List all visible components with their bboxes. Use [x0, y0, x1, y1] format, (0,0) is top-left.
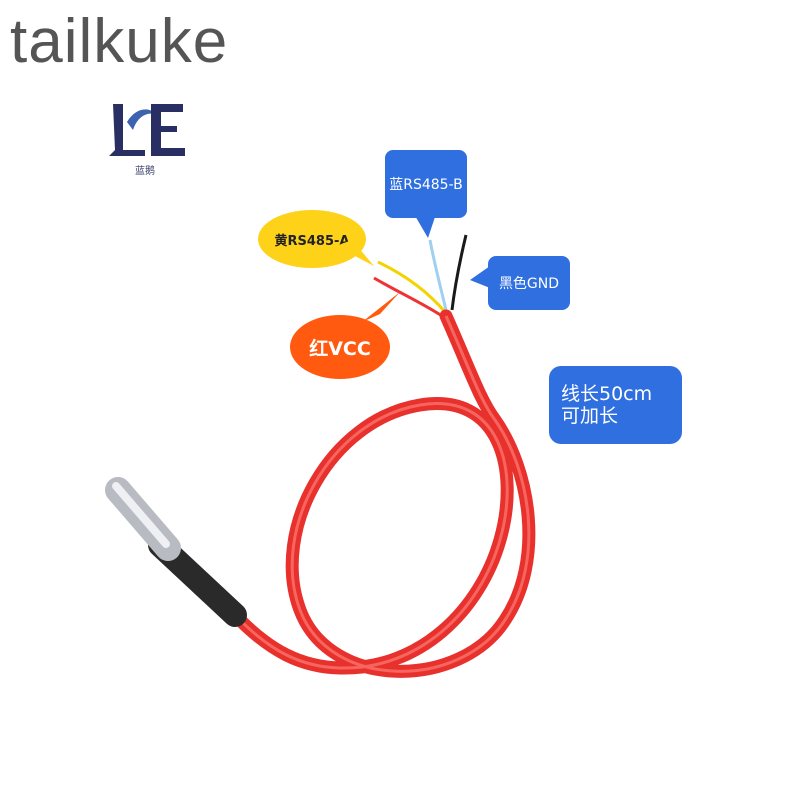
bubble-pointer-yellow [336, 240, 374, 266]
bubble-pointer-blue [414, 214, 436, 238]
label-blue-rs485-b: 蓝RS485-B [385, 150, 467, 218]
label-cable-length: 线长50cm 可加长 [549, 366, 682, 444]
bubble-pointer-red [362, 292, 400, 322]
probe-highlight [112, 482, 170, 548]
brand-logo: 蓝鹅 [105, 100, 195, 180]
red-cable [233, 309, 536, 678]
blue-wire [428, 239, 448, 311]
label-yellow-rs485-a: 黄RS485-A [258, 210, 366, 268]
brand-logo-mark [109, 104, 185, 156]
cable-highlight [238, 315, 531, 673]
logo-caption: 蓝鹅 [135, 166, 155, 177]
label-yellow-rs485-a-text: 黄RS485-A [274, 233, 350, 249]
label-cable-length-line1: 线长50cm [561, 383, 653, 405]
yellow-wire [377, 260, 447, 313]
bubble-pointer-black [470, 266, 490, 288]
label-blue-rs485-b-text: 蓝RS485-B [389, 177, 463, 193]
label-black-gnd-text: 黑色GND [498, 276, 560, 292]
label-cable-length-line2: 可加长 [561, 405, 619, 427]
label-red-vcc: 红VCC [290, 315, 390, 379]
red-wire [373, 276, 443, 318]
label-red-vcc-text: 红VCC [309, 337, 371, 360]
label-black-gnd: 黑色GND [488, 256, 570, 310]
watermark-text: tailkuke [10, 7, 229, 76]
black-wire [450, 234, 468, 311]
